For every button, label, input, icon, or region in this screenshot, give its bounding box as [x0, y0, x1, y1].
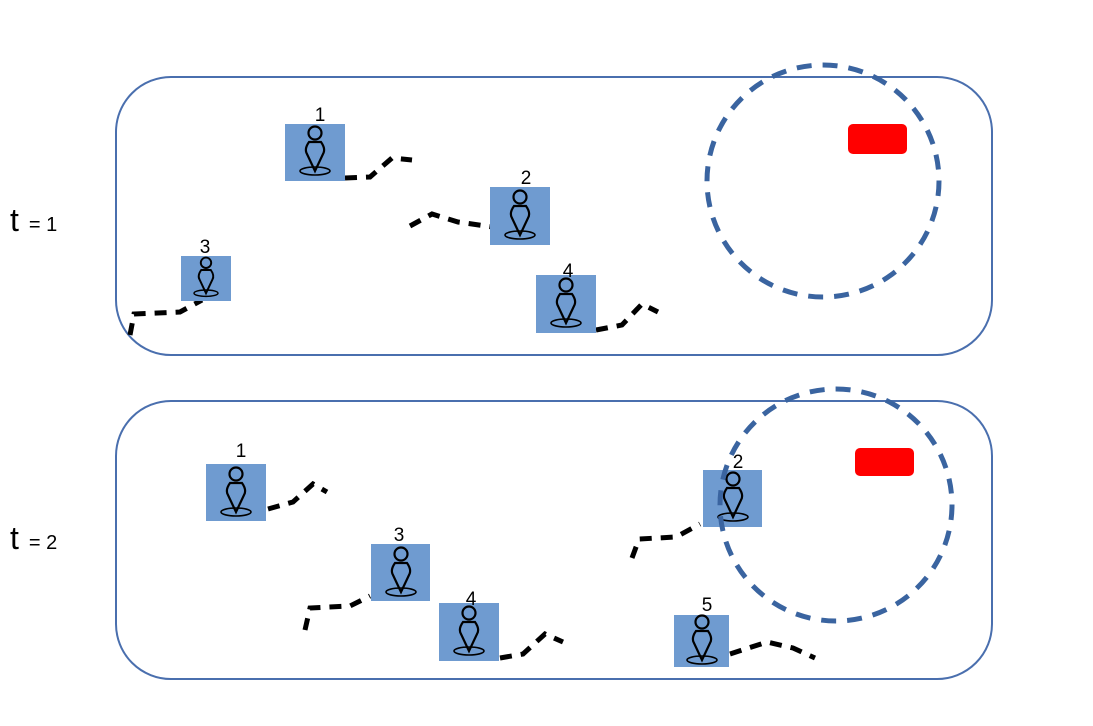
- person-pin-icon: [299, 125, 331, 176]
- person-pin-icon: [717, 471, 749, 522]
- time-label-t2: t= 2: [10, 520, 57, 556]
- person-pin-icon: [385, 546, 417, 597]
- agent-2-t1: 2: [490, 168, 550, 245]
- trail-agent4-t1: [595, 300, 660, 333]
- agent-number: 4: [466, 589, 477, 610]
- agent-2-t2: 2: [703, 452, 762, 527]
- trail-agent3-t1: [127, 297, 204, 336]
- agent-1-t1: 1: [285, 105, 345, 181]
- panel-t2-frame: [115, 400, 993, 680]
- trails-t2: [267, 480, 817, 661]
- person-pin-icon: [193, 256, 219, 298]
- agent-3-t1: 3: [181, 237, 231, 301]
- trail-agent5-t2: [729, 639, 817, 661]
- agent-4-t2: 4: [439, 589, 499, 661]
- trail-agent3-t2: [302, 593, 372, 631]
- detection-range-circle-t1: [704, 62, 942, 300]
- panel-t1: t= 1 1 2: [10, 62, 993, 356]
- person-pin-icon: [453, 605, 485, 656]
- agent-number: 3: [394, 525, 405, 546]
- agent-number: 3: [200, 237, 211, 258]
- trail-agent4-t2: [499, 631, 565, 661]
- detection-range-circle-t2: [717, 386, 955, 624]
- person-pin-icon: [220, 466, 252, 517]
- person-pin-icon: [550, 277, 582, 328]
- agent-number: 1: [236, 441, 247, 462]
- agent-5-t2: 5: [674, 595, 729, 667]
- agent-number: 4: [563, 261, 574, 282]
- trail-agent2-t1: [408, 211, 494, 230]
- agent-3-t2: 3: [371, 525, 430, 601]
- trails-t1: [127, 155, 660, 336]
- target-t2: [855, 448, 914, 476]
- trail-agent2-t2: [629, 521, 702, 559]
- person-pin-icon: [504, 189, 536, 240]
- agent-number: 2: [521, 168, 532, 189]
- agent-number: 2: [733, 452, 744, 473]
- panel-t2: t= 2 1 2: [10, 386, 993, 680]
- time-label-t1: t= 1: [10, 202, 57, 238]
- target-t1: [848, 124, 907, 154]
- agent-number: 1: [315, 105, 326, 126]
- person-pin-icon: [686, 614, 718, 665]
- agent-number: 5: [702, 595, 713, 616]
- agent-1-t2: 1: [206, 441, 266, 521]
- agent-4-t1: 4: [536, 261, 596, 333]
- trail-agent1-t1: [344, 155, 413, 181]
